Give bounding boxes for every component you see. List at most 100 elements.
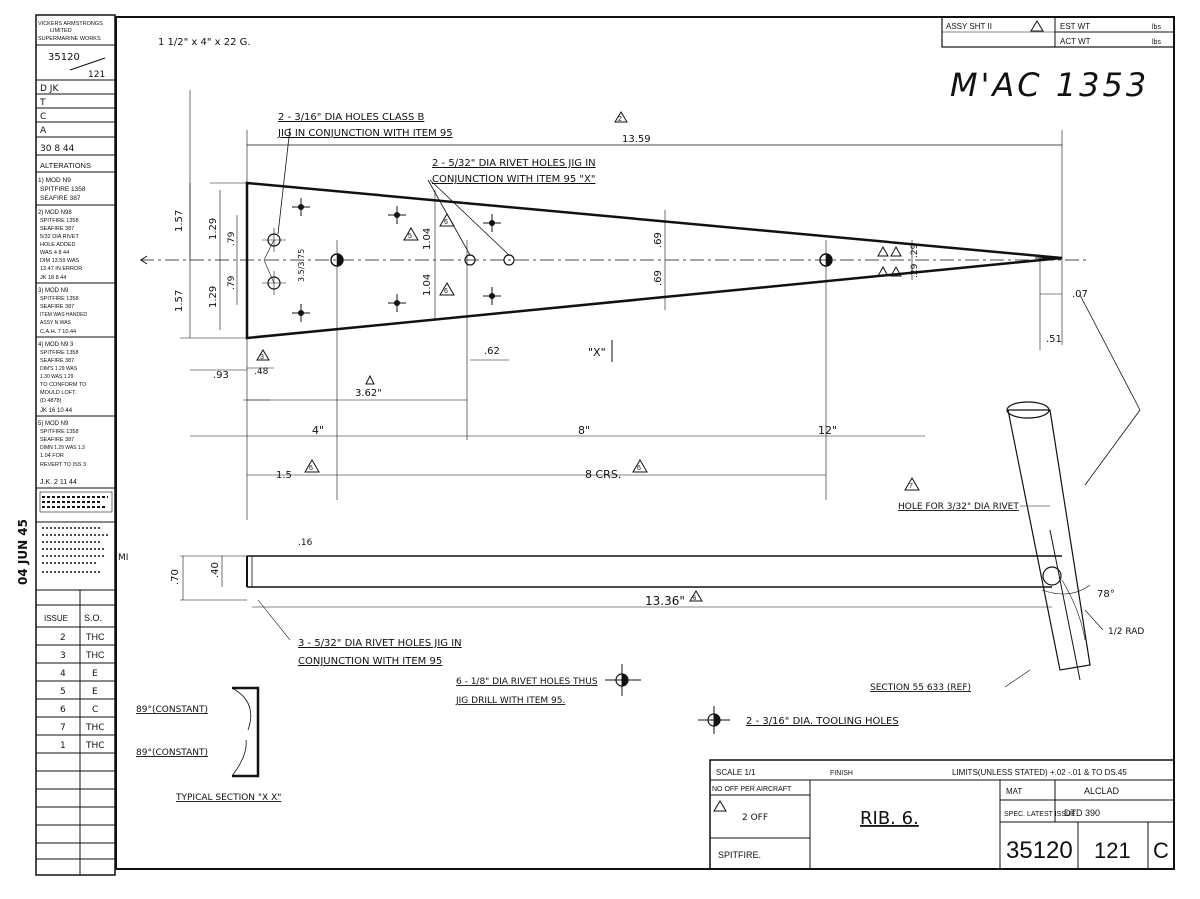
rev-triangle-icon [365, 374, 375, 385]
rev-mark: 2 [618, 116, 622, 123]
margin-note: MI [118, 553, 128, 563]
dim-362: 3.62" [355, 388, 382, 399]
est-wt-label: EST WT [1060, 22, 1090, 31]
mod-4-line: TO CONFORM TO [40, 382, 87, 388]
mod-1-line: 1) MOD N9 [38, 177, 71, 184]
rib-outline [245, 181, 1063, 340]
rivet-holes-upper [292, 198, 501, 232]
company-line-2: LIMITED [50, 28, 72, 34]
typical-section-xx [231, 686, 260, 778]
dim-375: 3.5/3.75 [297, 249, 306, 282]
mod-4-line: MOULD LOFT. [40, 390, 77, 396]
dim-104-upper: 1.04 [422, 228, 433, 250]
strip-row-d: D JK [40, 84, 59, 94]
mod-3-line: ITEM WAS HANDED [40, 312, 87, 318]
dim-8: 8" [578, 424, 590, 437]
strip-row-a: A [40, 126, 47, 136]
spec-label: SPEC. LATEST ISSUE [1004, 811, 1076, 818]
dim-upper-157: 1.57 [174, 210, 185, 232]
act-wt-unit: lbs [1152, 39, 1161, 46]
mod-3-line: SPITFIRE 1358 [40, 296, 79, 302]
mod-3-line: SEAFIRE 387 [40, 304, 74, 310]
title-drawing-no: 35120 [1006, 837, 1073, 864]
mod-2-line: 13.47 IN ERROR [40, 266, 82, 272]
dim-half-rad: 1/2 RAD [1108, 627, 1144, 637]
rev-mark: 6 [637, 465, 641, 472]
issue-row-so: THC [86, 632, 105, 642]
dim-29-lower: .29 [910, 263, 920, 278]
mod-5-line: 5) MOD N9 [38, 421, 69, 427]
rev-triangle-icon [632, 459, 648, 473]
issue-row-so: THC [85, 723, 105, 733]
issue-row-num: 4 [60, 669, 66, 679]
rivet-symbol-icon [605, 664, 641, 696]
issue-row-num: 1 [60, 741, 66, 751]
mod-4-line: (D.4878) [40, 398, 62, 404]
mod-2-line: HOLE ADDED [40, 242, 75, 248]
assy-label: ASSY SHT II [946, 22, 992, 31]
note-constant-2: 89°(CONSTANT) [136, 748, 208, 758]
rev-triangle-icon [304, 459, 320, 473]
mod-5-line: SPITFIRE 1358 [40, 429, 79, 435]
dim-lower-157: 1.57 [174, 290, 185, 312]
rev-triangle-icon [689, 590, 703, 602]
strip-sheet-no: 121 [88, 70, 105, 80]
rivet-tube-section [1006, 401, 1091, 681]
dim-62: .62 [484, 346, 500, 357]
rivet-hole [298, 204, 304, 210]
weight-box: ASSY SHT II EST WT ACT WT lbs lbs [941, 16, 1175, 48]
rev-triangle-icon [904, 477, 920, 491]
issue-row-num: 5 [60, 687, 66, 697]
rivet-hole [394, 300, 400, 306]
issue-row-so: C [92, 705, 98, 715]
dim-69-upper: .69 [653, 232, 664, 248]
dim-1336: 13.36" [645, 594, 685, 608]
dim-70: .70 [170, 569, 181, 585]
issue-row-num: 3 [60, 651, 66, 661]
rev-mark: 6 [309, 465, 313, 472]
left-strip: VICKERS ARMSTRONGS LIMITED SUPERMARINE W… [16, 14, 128, 876]
mod-1-line: SEAFIRE 387 [40, 195, 81, 202]
issue-row-num: 2 [60, 633, 66, 643]
mod-block-1: 1) MOD N9 SPITFIRE 1358 SEAFIRE 387 [38, 177, 86, 202]
dim-48: .48 [254, 367, 269, 377]
mod-2-line: JK 18 8 44 [40, 275, 66, 281]
dim-15: 1.5 [276, 470, 292, 481]
mat-label: MAT [1006, 787, 1022, 796]
qty-value: 2 OFF [742, 813, 768, 823]
no-off-label: NO OFF PER AIRCRAFT [712, 786, 792, 793]
title-sheet-no: 121 [1094, 838, 1131, 863]
rev-mark: 6 [444, 219, 448, 226]
mod-4-line: 4) MOD N9 3 [38, 342, 74, 348]
mod-block-scribbles [36, 491, 115, 573]
company-line-3: SUPERMARINE WORKS [38, 36, 101, 42]
act-wt-label: ACT WT [1060, 37, 1091, 46]
mod-3-line: C.A.H. 7 10.44 [40, 329, 76, 335]
mod-5-line: J.K. 2 11 44 [40, 479, 77, 486]
dim-79-upper: .79 [227, 231, 237, 246]
note-holes-class-b: 2 - 3/16" DIA HOLES CLASS B [278, 112, 425, 123]
alterations-title: ALTERATIONS [40, 161, 91, 170]
note-jig-95-a: JIG IN CONJUNCTION WITH ITEM 95 [277, 128, 453, 139]
dim-16: .16 [298, 538, 313, 548]
rev-triangle-icon [439, 282, 455, 296]
strip-drawing-no: 35120 [48, 52, 80, 63]
dim-129-upper: 1.29 [208, 218, 219, 240]
note-rivet-holes-top: 2 - 5/32" DIA RIVET HOLES JIG IN [432, 158, 596, 169]
title-block: SCALE 1/1 FINISH LIMITS(UNLESS STATED) +… [709, 759, 1175, 870]
rev-triangle-icon [1030, 20, 1044, 32]
rivet-hole [489, 293, 495, 299]
rev-mark: 5 [408, 233, 412, 240]
dim-104-lower: 1.04 [422, 274, 433, 296]
issue-row-so: THC [85, 741, 105, 751]
note-rivet-holes-eighth: 6 - 1/8" DIA RIVET HOLES THUS [456, 677, 598, 687]
dim-129-lower: 1.29 [208, 286, 219, 308]
dim-angle-78: 78° [1097, 589, 1115, 600]
rivet-hole [489, 220, 495, 226]
est-wt-unit: lbs [1152, 24, 1161, 31]
dim-12: 12" [818, 424, 837, 437]
aircraft-value: SPITFIRE. [718, 850, 761, 860]
mod-3-line: 3) MOD N9 [38, 288, 69, 294]
rev-mark: 6 [693, 596, 697, 602]
